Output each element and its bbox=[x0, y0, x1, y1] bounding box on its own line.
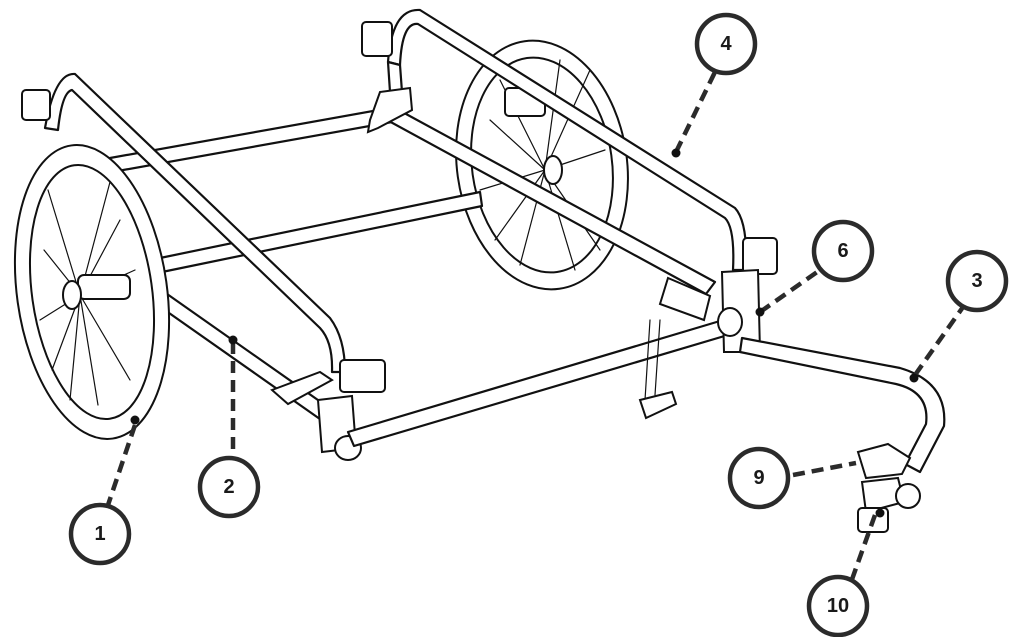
callout-6: 6 bbox=[811, 219, 875, 283]
callout-9-label: 9 bbox=[753, 467, 764, 489]
leader-6 bbox=[758, 268, 822, 314]
anchor-dots bbox=[130, 148, 919, 518]
front-wheel bbox=[13, 144, 171, 440]
tow-bar bbox=[738, 336, 946, 474]
callout-9: 9 bbox=[727, 446, 791, 510]
leader-9 bbox=[792, 460, 857, 478]
callout-10: 10 bbox=[806, 574, 870, 637]
leader-3 bbox=[913, 305, 965, 377]
callout-4-label: 4 bbox=[720, 33, 732, 55]
front-side-frame bbox=[21, 72, 386, 461]
callout-3-label: 3 bbox=[971, 270, 982, 292]
callout-3: 3 bbox=[945, 249, 1009, 313]
callout-2: 2 bbox=[197, 455, 261, 519]
callout-leaders bbox=[105, 71, 965, 586]
callout-10-label: 10 bbox=[827, 595, 849, 617]
callout-1: 1 bbox=[68, 502, 132, 566]
right-corner-bracket bbox=[638, 268, 762, 420]
leader-4 bbox=[673, 71, 718, 153]
leader-1 bbox=[105, 424, 138, 506]
callout-6-label: 6 bbox=[837, 240, 848, 262]
callout-2-label: 2 bbox=[223, 476, 234, 498]
front-crossbar bbox=[346, 316, 740, 448]
callout-1-label: 1 bbox=[94, 523, 105, 545]
leader-10 bbox=[847, 514, 878, 586]
callout-4: 4 bbox=[694, 12, 758, 76]
